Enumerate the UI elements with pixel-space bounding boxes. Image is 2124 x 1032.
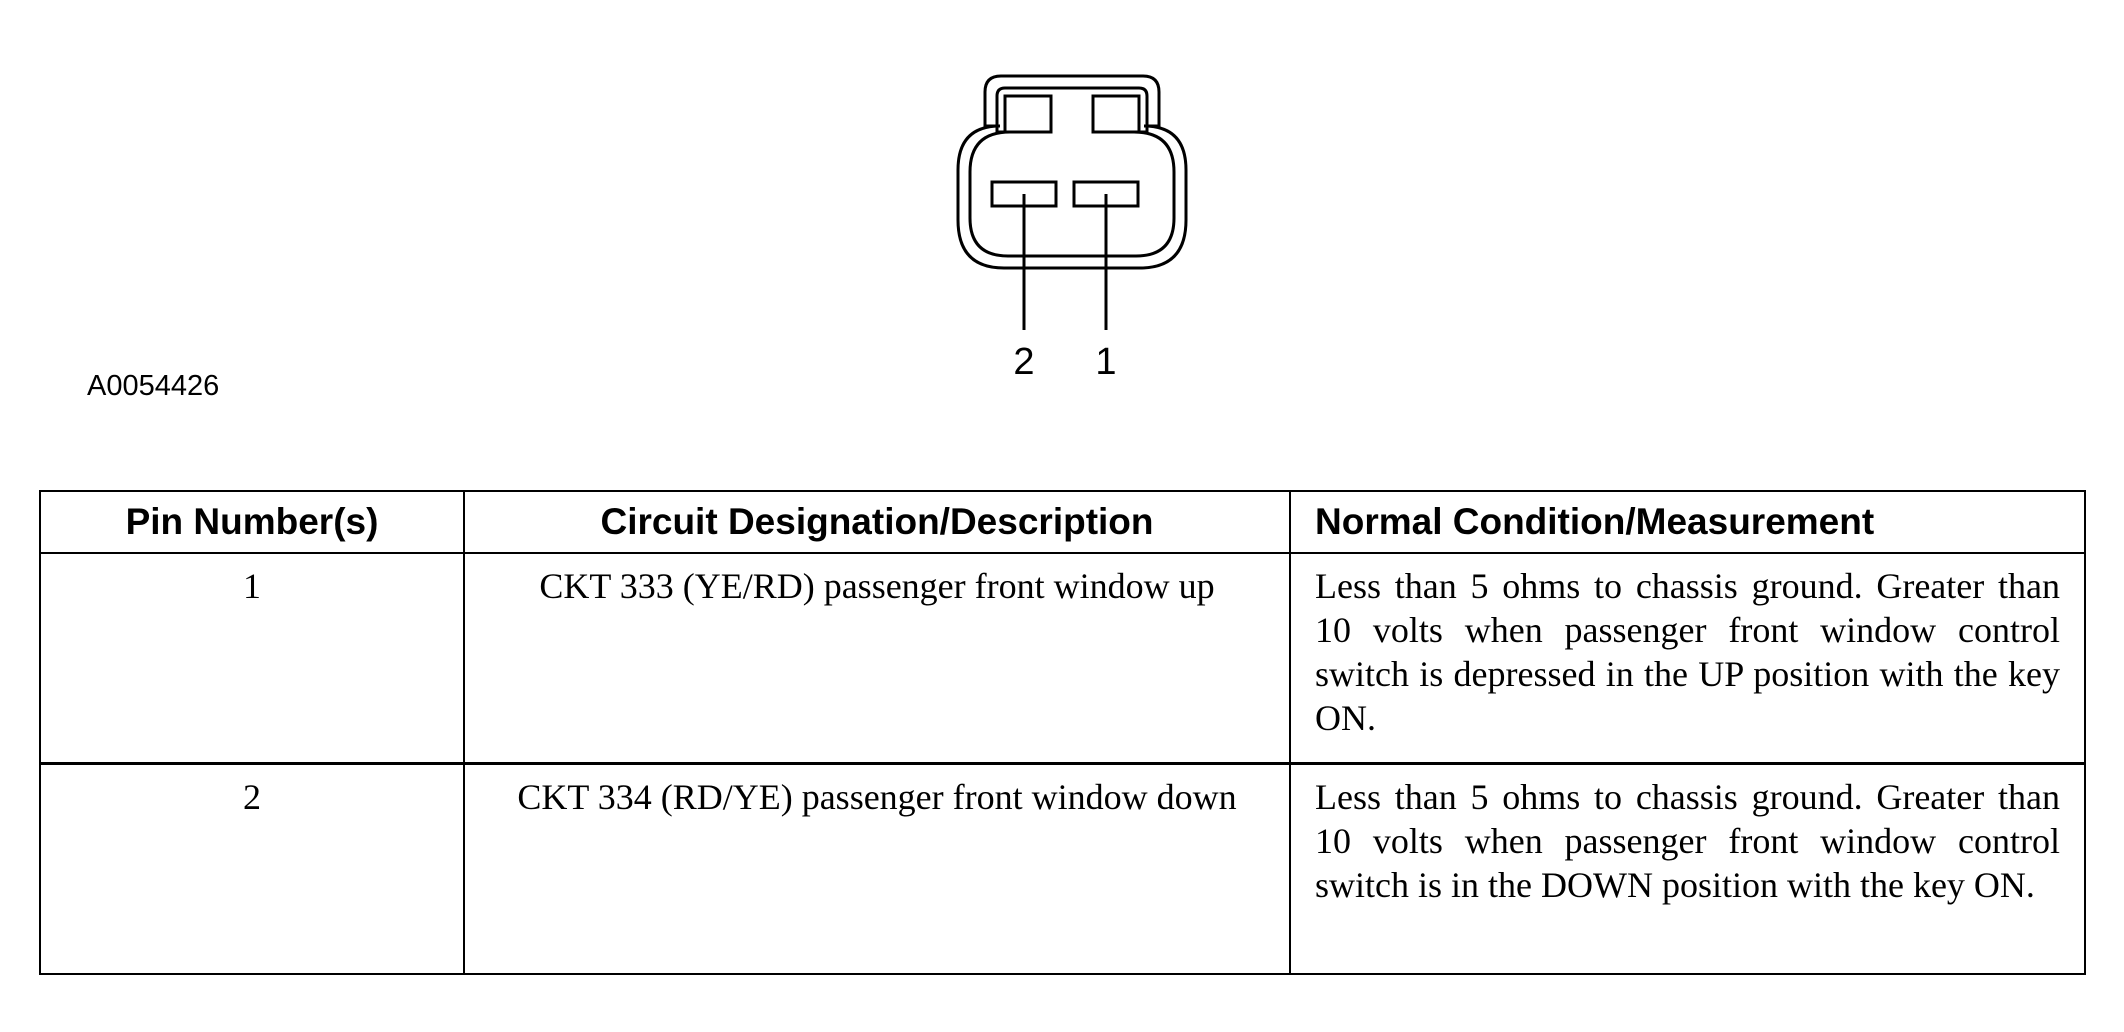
cell-circuit: CKT 334 (RD/YE) passenger front window d… xyxy=(463,762,1291,974)
table-row: 1 CKT 333 (YE/RD) passenger front window… xyxy=(39,553,2086,764)
figure-id: A0054426 xyxy=(87,370,220,402)
connector-inner-shell xyxy=(968,86,1176,258)
header-pin-number: Pin Number(s) xyxy=(39,491,465,554)
table-header-row: Pin Number(s) Circuit Designation/Descri… xyxy=(39,491,2086,554)
header-measurement: Normal Condition/Measurement xyxy=(1289,491,2086,554)
header-circuit: Circuit Designation/Description xyxy=(463,491,1291,554)
pin-label-2: 2 xyxy=(1013,341,1034,383)
connector-outer-shell xyxy=(956,74,1188,270)
latch-window-left xyxy=(1003,94,1053,134)
table-row: 2 CKT 334 (RD/YE) passenger front window… xyxy=(39,762,2086,974)
latch-window-right xyxy=(1091,94,1141,134)
cell-pin: 1 xyxy=(39,553,465,764)
pin-label-1: 1 xyxy=(1095,341,1116,383)
connector-diagram: 2 1 xyxy=(956,74,1188,383)
cell-circuit: CKT 333 (YE/RD) passenger front window u… xyxy=(463,553,1291,764)
cell-measurement: Less than 5 ohms to chassis ground. Grea… xyxy=(1289,553,2086,764)
pin-table: Pin Number(s) Circuit Designation/Descri… xyxy=(39,490,2086,975)
cell-pin: 2 xyxy=(39,762,465,974)
cell-measurement: Less than 5 ohms to chassis ground. Grea… xyxy=(1289,762,2086,974)
